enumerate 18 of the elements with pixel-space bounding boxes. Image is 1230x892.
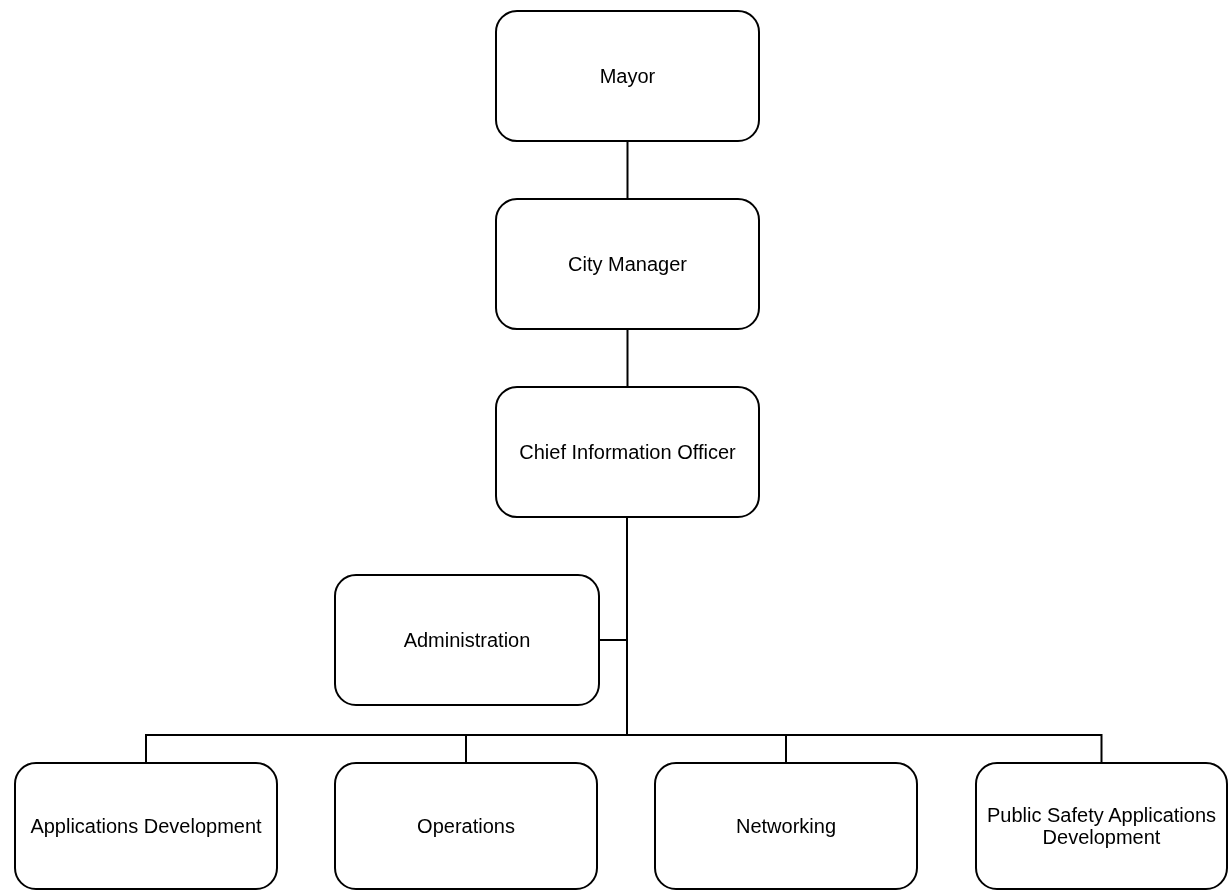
- position-title: Mayor: [599, 65, 656, 87]
- position-box: [495, 198, 760, 330]
- position-title: Applications Development: [30, 815, 262, 837]
- position-box: [654, 762, 918, 890]
- position-box: [495, 10, 760, 142]
- position-box: [975, 762, 1228, 890]
- position-title: Chief Information Officer: [519, 441, 736, 463]
- position-title: Public Safety Applications Development: [986, 804, 1217, 848]
- position-box: [334, 762, 598, 890]
- position-box: [495, 386, 760, 518]
- position-box: [14, 762, 278, 890]
- position-title: Operations: [417, 815, 515, 837]
- position-title: Networking: [735, 815, 836, 837]
- position-title: City Manager: [568, 253, 687, 275]
- position-box: [334, 574, 600, 706]
- position-title: Administration: [403, 629, 531, 651]
- connector-line: [626, 329, 629, 387]
- connector-line: [626, 141, 629, 199]
